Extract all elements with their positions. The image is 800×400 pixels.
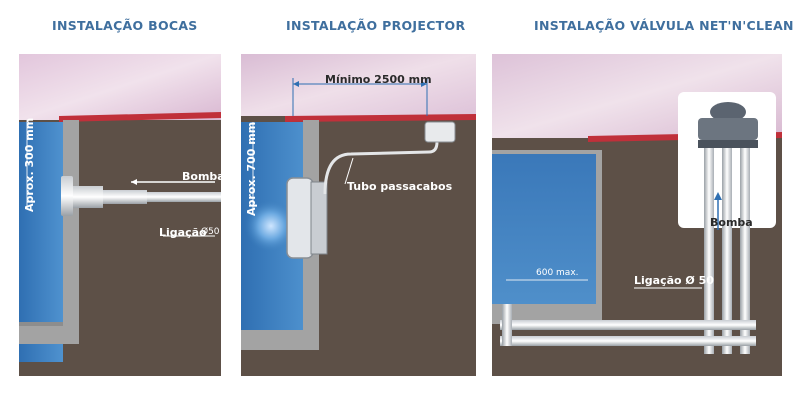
valve-pipe-3 (740, 148, 750, 354)
sky (241, 54, 476, 116)
conduit-leader (344, 157, 354, 185)
pump-label: Bomba (182, 170, 221, 183)
pool-wall (63, 120, 79, 322)
junction-box (424, 121, 456, 143)
pump-arrow-head (131, 179, 137, 185)
bottom-pipe-1 (500, 320, 756, 330)
valvula-diagram (492, 54, 782, 376)
panel-bocas: Aprox. 300 mm Bomba Ligação Ø50 (19, 54, 221, 376)
pool-floor (19, 322, 79, 344)
diameter-label: Ø50 (201, 227, 220, 237)
bottom-pipe-2 (500, 336, 756, 346)
panel-valvula: Bomba Ligação Ø 50 600 max. (492, 54, 782, 376)
distance-label: 600 max. (536, 268, 579, 278)
title-bocas: INSTALAÇÃO BOCAS (52, 18, 198, 33)
floor-inlet (502, 304, 512, 346)
projector-diagram (241, 54, 476, 376)
title-valvula: INSTALAÇÃO VÁLVULA NET'N'CLEAN (534, 18, 794, 33)
panel-projector: Mínimo 2500 mm Aprox. 700 mm Tubo passac… (241, 54, 476, 376)
connection-label: Ligação Ø 50 (634, 274, 714, 287)
title-projector: INSTALAÇÃO PROJECTOR (286, 18, 466, 33)
pump-line (147, 192, 221, 202)
depth-label: Aprox. 300 mm (23, 117, 36, 212)
valve-cap (710, 102, 746, 122)
connection-label: Ligação (159, 226, 207, 239)
projector-niche (310, 181, 328, 255)
pump-label: Bomba (710, 216, 753, 229)
inlet-nozzle (61, 176, 73, 216)
inlet-body (73, 186, 103, 208)
pool-floor (241, 330, 319, 350)
pool-water (492, 154, 596, 304)
projector-light (286, 177, 314, 259)
pool-edge (59, 112, 221, 122)
light-glow (245, 200, 297, 252)
sky (19, 54, 221, 120)
pool-edge (285, 114, 476, 122)
valve-pipe-2 (722, 148, 732, 354)
min-distance-label: Mínimo 2500 mm (325, 73, 432, 86)
valve-pipe-1 (704, 148, 714, 354)
inlet-pipe (103, 190, 147, 204)
valve-head (698, 118, 758, 140)
conduit-tube (323, 141, 439, 195)
conduit-label: Tubo passacabos (347, 180, 453, 193)
depth-label: Aprox. 700 mm (245, 121, 258, 216)
bocas-diagram (19, 54, 221, 376)
